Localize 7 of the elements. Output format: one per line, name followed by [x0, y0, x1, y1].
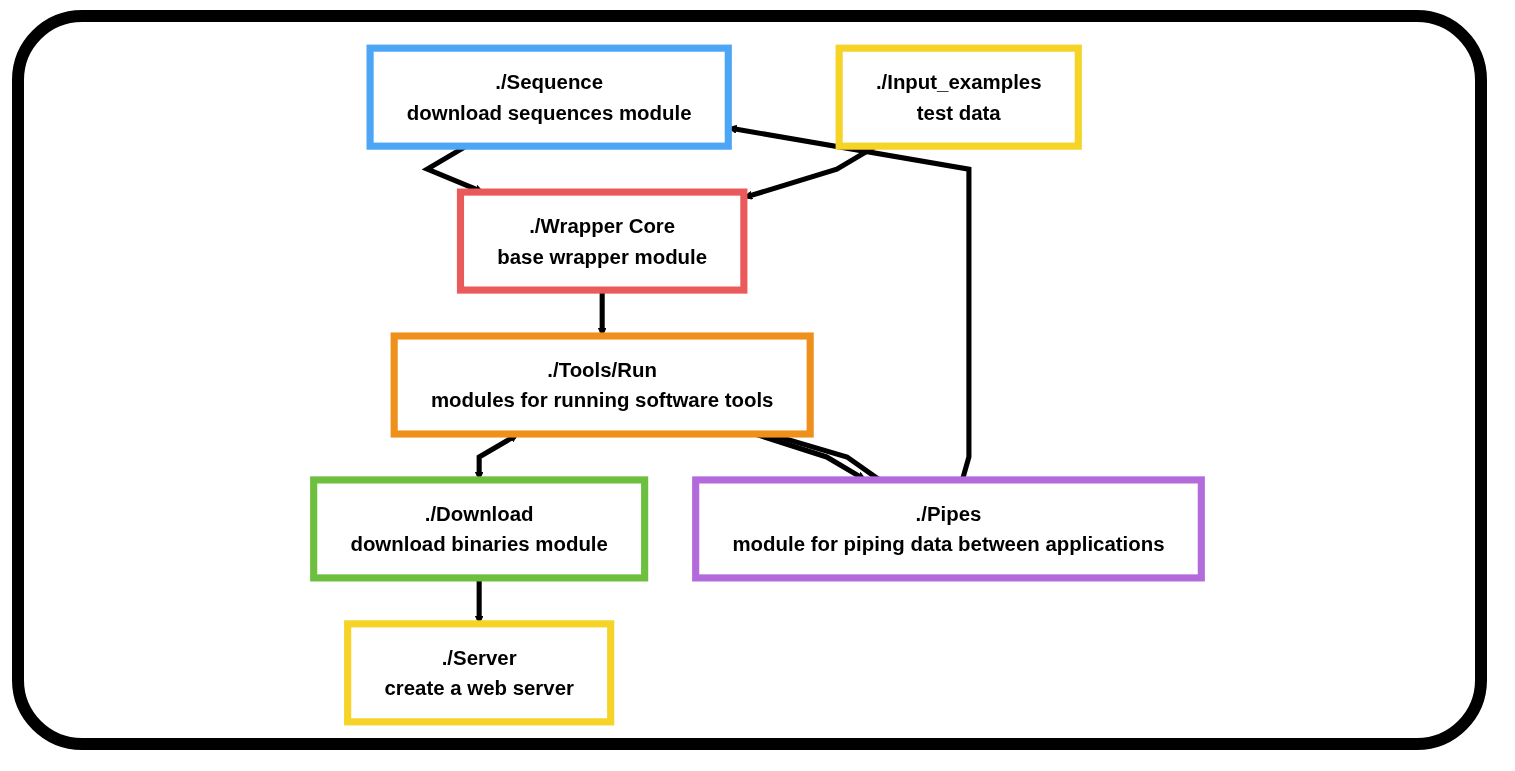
- node-box: ./Sequence download sequences module: [366, 44, 732, 150]
- node-box: ./Wrapper Core base wrapper module: [456, 188, 748, 294]
- node-box: ./Pipes module for piping data between applications: [692, 476, 1205, 582]
- node-box: ./Server create a web server: [344, 620, 615, 726]
- node-box: ./Download download binaries module: [310, 476, 649, 582]
- node-box: ./Tools/Run modules for running software tools: [390, 332, 814, 438]
- node-box: ./Input_examples test data: [835, 44, 1082, 150]
